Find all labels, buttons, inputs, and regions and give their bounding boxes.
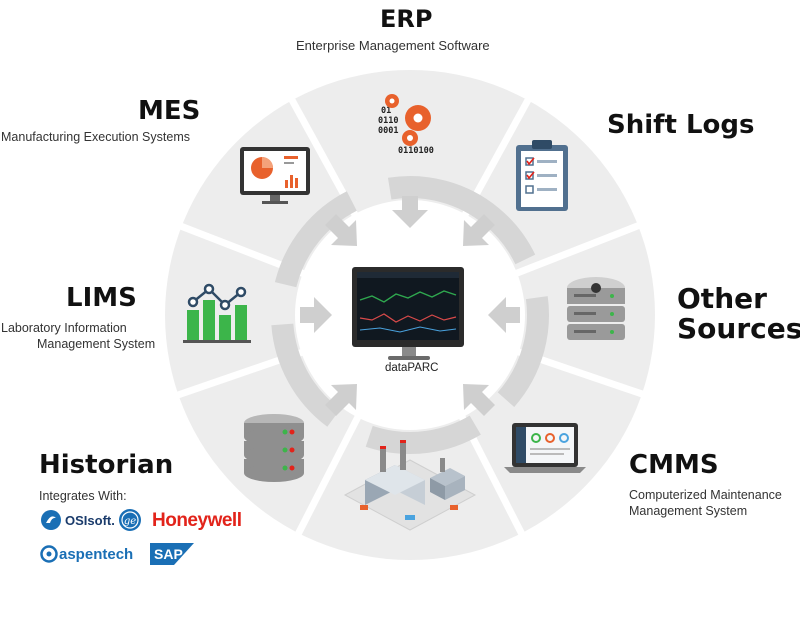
laptop-dashboard-icon (504, 423, 586, 473)
osisoft-swirl-icon (41, 510, 61, 530)
honeywell-logo: Honeywell (152, 510, 242, 531)
ge-monogram-icon: ge (119, 509, 141, 531)
cmms-subtitle-line1: Computerized Maintenance (629, 488, 782, 502)
mes-subtitle: Manufacturing Execution Systems (1, 130, 190, 144)
binary-gears-icon: 01 0110 0001 0110100 (378, 94, 434, 156)
sap-logo: SAP (150, 543, 194, 570)
arrow-topright (463, 214, 495, 246)
lims-subtitle-line2: Management System (37, 337, 156, 351)
svg-text:SAP: SAP (154, 546, 183, 562)
cmms-subtitle-line2: Management System (629, 504, 748, 518)
erp-title: ERP (380, 5, 433, 33)
bar-line-chart-icon (183, 283, 251, 343)
arrow-bottomleft (325, 384, 357, 416)
arrow-top (392, 196, 428, 228)
monitor-piechart-icon (240, 147, 310, 204)
isometric-plant-icon (343, 440, 477, 531)
aspentech-logo: aspentech (40, 543, 133, 565)
erp-subtitle: Enterprise Management Software (296, 38, 490, 53)
aspentech-mark-icon (40, 545, 58, 563)
clipboard-checklist-icon (516, 140, 568, 211)
database-stack-icon (244, 414, 304, 482)
lims-subtitle-line1: Laboratory Information (1, 321, 127, 335)
other-sources-title-line1: Other (677, 282, 767, 315)
cmms-title: CMMS (629, 450, 719, 480)
lims-title: LIMS (66, 283, 137, 313)
svg-text:ge: ge (124, 516, 136, 527)
server-stack-icon (567, 277, 625, 340)
sap-badge-icon: SAP (150, 543, 194, 565)
arrow-right (488, 297, 520, 333)
svg-text:0110100: 0110100 (398, 146, 434, 156)
inner-arrow-ring (271, 176, 549, 454)
arrow-left (300, 297, 332, 333)
historian-title: Historian (39, 450, 174, 480)
mes-title: MES (138, 96, 201, 126)
shift-logs-title: Shift Logs (607, 110, 755, 140)
historian-subtitle: Integrates With: (39, 489, 127, 503)
svg-text:0001: 0001 (378, 126, 398, 136)
monitor-trends-icon (352, 267, 464, 360)
inward-arrows (300, 196, 520, 416)
svg-text:0110: 0110 (378, 116, 398, 126)
other-sources-title-line2: Sources (677, 312, 800, 345)
ge-logo: ge (118, 508, 142, 537)
svg-text:01: 01 (381, 106, 391, 116)
osisoft-logo: OSIsoft. (40, 508, 115, 532)
arrow-bottomright (463, 384, 495, 416)
arrow-topleft (325, 214, 357, 246)
center-label: dataPARC (385, 362, 439, 374)
